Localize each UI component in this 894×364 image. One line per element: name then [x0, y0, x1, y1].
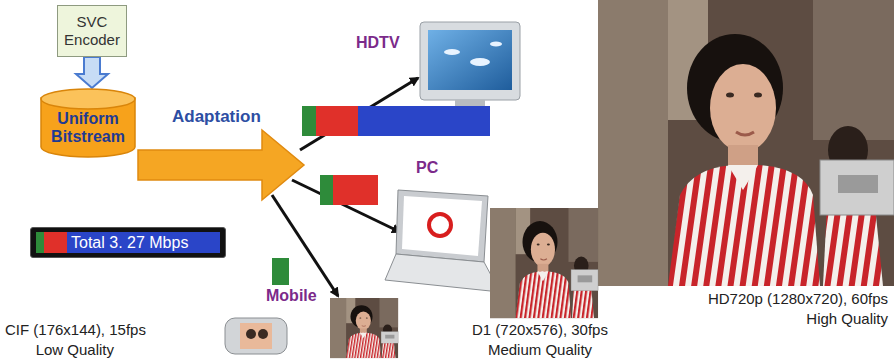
tv-icon	[420, 22, 520, 106]
flow-arrow	[76, 57, 108, 88]
adaptation-arrow	[138, 130, 304, 200]
format-caption: D1 (720x576), 30fps	[440, 321, 640, 339]
quality-caption: Low Quality	[2, 341, 114, 359]
encoder-box: SVC Encoder	[57, 5, 127, 57]
layer-segment	[36, 232, 44, 253]
pc-layer-bar	[320, 175, 378, 205]
format-caption: CIF (176x144), 15fps	[5, 321, 146, 339]
hdtv-layer-bar	[302, 106, 490, 136]
cif-photo	[330, 298, 398, 358]
mobile-layer-bar	[272, 258, 289, 285]
format-caption: HD720p (1280x720), 60fps	[708, 290, 888, 308]
node-text: SVC Encoder	[62, 13, 122, 49]
phone-icon	[225, 318, 287, 354]
node-text: Total 3. 27 Mbps	[71, 235, 188, 251]
cylinder-top	[41, 89, 135, 109]
quality-caption: Medium Quality	[440, 341, 640, 359]
quality-caption: High Quality	[806, 310, 888, 328]
device-label: Mobile	[266, 286, 317, 305]
distribution-arrow	[272, 195, 338, 296]
hd-photo	[598, 0, 894, 286]
bitstream-cylinder: Uniform Bitstream	[40, 88, 136, 158]
device-label: HDTV	[356, 33, 400, 52]
device-label: PC	[416, 158, 438, 177]
process-label: Adaptation	[172, 107, 261, 127]
layer-segment	[44, 232, 67, 253]
d1-photo	[490, 208, 598, 318]
node-text: Uniform Bitstream	[44, 110, 132, 147]
laptop-icon	[385, 190, 500, 292]
bitrate-bar: Total 3. 27 Mbps	[30, 227, 226, 258]
